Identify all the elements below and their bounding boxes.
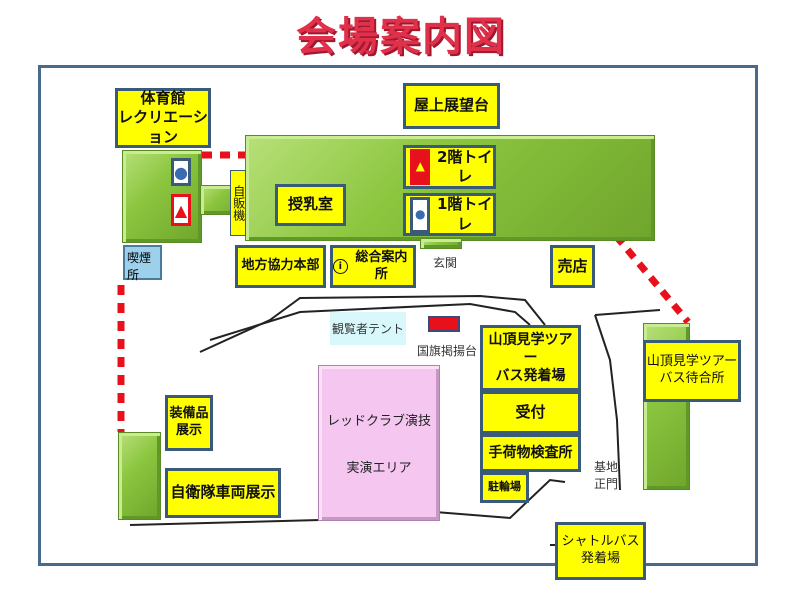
toilet-2f-label: ▲ 2階トイレ — [403, 145, 496, 189]
vending-label: 自販機 — [230, 170, 246, 236]
vehicle-display-label: 自衛隊車両展示 — [165, 468, 281, 518]
mens-toilet-icon: ● — [410, 196, 431, 233]
womens-toilet-icon: ▲ — [410, 149, 431, 185]
toilet-2f-text: 2階トイレ — [437, 147, 493, 186]
display-building — [118, 432, 161, 520]
flag-pole-icon — [428, 316, 460, 332]
womens-toilet-icon: ▲ — [171, 194, 191, 226]
reception-label: 受付 — [480, 391, 581, 434]
gym-label: 体育館 レクリエーション — [115, 88, 211, 148]
shop-label: 売店 — [550, 245, 595, 288]
demo-subtitle: 実演エリア — [346, 461, 412, 476]
demo-area: レッドクラブ演技 実演エリア — [318, 365, 440, 521]
info-desk-text: 総合案内所 — [355, 249, 408, 282]
info-desk-label: i 総合案内所 — [330, 245, 416, 288]
equipment-display-label: 装備品 展示 — [165, 395, 213, 451]
shuttle-bus-label: シャトルバス 発着場 — [555, 522, 646, 580]
nursing-room-label: 授乳室 — [275, 184, 346, 226]
tour-bus-stop-label: 山頂見学ツアー バス発着場 — [480, 325, 581, 391]
walk-route-right — [613, 233, 691, 325]
entrance-label: 玄関 — [432, 256, 457, 270]
rooftop-label: 屋上展望台 — [403, 83, 500, 129]
demo-title: レッドクラブ演技 — [326, 414, 431, 429]
mens-toilet-icon: ● — [171, 158, 191, 186]
entrance-block — [420, 238, 462, 249]
venue-boundary — [38, 65, 758, 566]
page-title: 会場案内図 — [296, 14, 506, 60]
smoking-area-label: 喫煙所 — [123, 245, 162, 282]
main-gate-label: 基地 正門 — [593, 460, 618, 491]
toilet-1f-text: 1階トイレ — [437, 195, 493, 233]
tour-waiting-label: 山頂見学ツアー バス待合所 — [643, 340, 741, 402]
bicycle-parking-label: 駐輪場 — [480, 472, 529, 503]
toilet-1f-label: ● 1階トイレ — [403, 193, 496, 236]
flag-pole-label: 国旗掲揚台 — [416, 344, 477, 358]
spectator-tent-label: 観覧者テント — [330, 312, 406, 345]
regional-hq-label: 地方協力本部 — [235, 245, 326, 288]
baggage-check-label: 手荷物検査所 — [480, 434, 581, 472]
info-icon: i — [333, 259, 348, 274]
